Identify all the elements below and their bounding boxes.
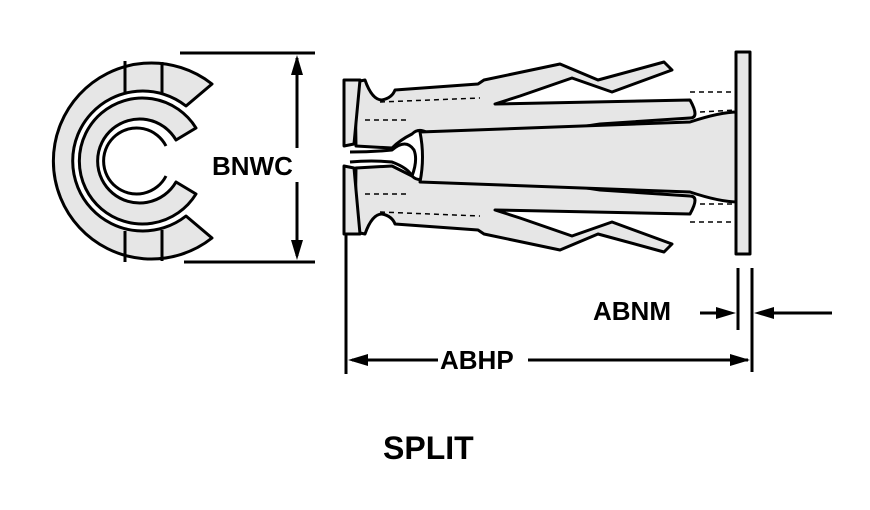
nose-flare-bottom bbox=[342, 164, 362, 236]
abhp-arrowheads bbox=[348, 354, 750, 366]
end-view-inner-ring bbox=[77, 96, 198, 226]
head-flange bbox=[734, 50, 752, 256]
bnwc-arrowheads bbox=[291, 55, 303, 260]
abnm-dimension bbox=[700, 268, 832, 372]
split-loop bbox=[349, 142, 418, 178]
diagram-caption: SPLIT bbox=[383, 430, 474, 466]
abnm-label: ABNM bbox=[593, 296, 671, 326]
end-view-inner-line bbox=[102, 126, 168, 196]
abnm-arrowheads bbox=[716, 307, 774, 319]
abhp-label: ABHP bbox=[440, 345, 514, 375]
end-view-outer-ring bbox=[51, 61, 214, 261]
nose-flare-top bbox=[342, 78, 362, 148]
side-view bbox=[342, 50, 752, 256]
flange-neck bbox=[418, 110, 740, 204]
end-view bbox=[51, 61, 214, 262]
upper-leg bbox=[353, 60, 697, 150]
bnwc-label: BNWC bbox=[212, 151, 293, 181]
abhp-dimension bbox=[344, 234, 748, 374]
